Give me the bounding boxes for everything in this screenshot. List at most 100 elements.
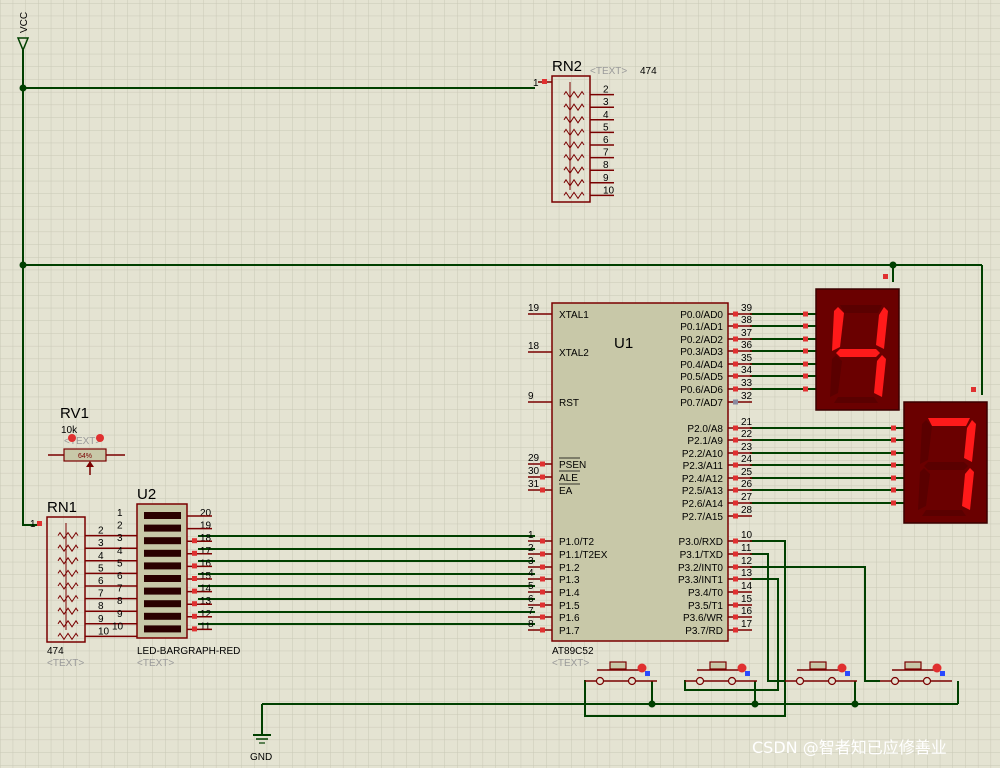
junctions [19,84,897,708]
resistor-element [563,178,585,187]
rn1-pin-label: 3 [98,538,104,549]
button-indicator-icon [737,663,747,673]
pin-marker [891,450,896,456]
segment-f [920,420,932,464]
pin-marker [733,551,738,557]
pin-marker [192,626,197,632]
push-button-3[interactable] [785,661,857,686]
segment-g [836,349,880,357]
u1-pin-name: P0.1/AD1 [680,322,723,333]
u1-pin-name: P2.7/A15 [682,512,724,523]
u1-pin-number: 17 [741,619,753,630]
u1-pin-number: 27 [741,492,753,503]
resistor-element [57,556,79,565]
junction-dot [19,84,27,92]
pin-marker [733,437,738,443]
pin-marker [540,564,545,570]
vcc-terminal[interactable]: VCC [16,12,30,52]
u1-pin-number: 23 [741,442,753,453]
u1-pin-number: 2 [528,543,534,554]
rn2-pin-label: 10 [603,185,615,196]
seven-segment-display-1[interactable] [803,274,900,411]
u1-pin-number: 10 [741,530,753,541]
pin-marker [803,336,808,342]
resistor-element [57,544,79,553]
u1-pin-name: P3.6/WR [683,613,723,624]
u1-pin-name: P0.4/AD4 [680,360,723,371]
junction-dot [851,700,859,708]
pin-marker [192,588,197,594]
u1-pin-number: 37 [741,328,753,339]
rn2-text-placeholder: <TEXT> [590,66,627,77]
u1-pin-name: P2.1/A9 [687,436,723,447]
u2-pin-label: 18 [200,533,212,544]
u1-pin-number: 26 [741,479,753,490]
u2-pin-label: 7 [117,584,123,595]
u2-pin-label: 10 [112,621,124,632]
gnd-terminal[interactable]: GND [250,734,272,763]
u1-pin-name: P2.0/A8 [687,424,723,435]
pin-marker [733,627,738,633]
pin-marker [803,361,808,367]
pin-marker [192,563,197,569]
u1-pin-name: P2.2/A10 [682,449,724,460]
u1-pin-number: 39 [741,303,753,314]
rn2-pin-label: 7 [603,148,609,159]
u1-pin-name: P1.3 [559,575,580,586]
rn1-ref: RN1 [47,499,77,516]
u1-pin-name: P3.2/INT0 [678,563,723,574]
push-button-1[interactable] [585,661,657,686]
pin-marker [733,425,738,431]
rv1-decrease-icon[interactable] [68,434,76,442]
segment-c [874,355,886,397]
u1-pin-number: 34 [741,365,753,376]
segment-f [832,307,844,351]
seven-segment-display-2[interactable] [891,387,988,524]
rn1-pin-label: 4 [98,551,104,562]
u1-pin-number: 11 [741,543,752,554]
u1-pin-name: ALE [559,473,578,484]
push-button-4[interactable] [880,661,952,686]
u2-pin-label: 13 [200,596,212,607]
segment-b [964,420,976,462]
pin-marker [540,614,545,620]
pin-marker [733,614,738,620]
rv1-increase-icon[interactable] [96,434,104,442]
u1-pin-name: P2.6/A14 [682,499,724,510]
rv1-potentiometer[interactable]: RV1 10k <TEXT> 64% [48,405,125,475]
u1-pin-number: 3 [528,556,534,567]
u1-pin-number: 6 [528,594,534,605]
u1-pin-number: 24 [741,454,753,465]
rn1-pin-label: 5 [98,563,104,574]
vcc-arrow-icon [16,37,30,52]
led-bar [144,512,181,519]
segment-e [918,468,930,510]
u1-pin-number: 21 [741,417,753,428]
u2-part: LED-BARGRAPH-RED [137,646,240,657]
rn2-pin-label: 6 [603,135,609,146]
u1-pin-number: 29 [528,453,540,464]
button-indicator-icon [837,663,847,673]
u2-pin-label: 5 [117,558,123,569]
rn2-pin-label: 9 [603,173,609,184]
u1-microcontroller[interactable]: U1 AT89C52 <TEXT> 19XTAL118XTAL29RST29PS… [528,302,753,669]
u1-part: AT89C52 [552,646,594,657]
u2-pin-label: 8 [117,596,123,607]
u2-pin-label: 17 [200,546,212,557]
led-bar [144,612,181,620]
pin-marker [645,671,650,676]
u1-pin-name: P0.7/AD7 [680,398,723,409]
led-bar [144,625,181,633]
pin-marker [733,361,738,367]
push-button-2[interactable] [685,661,757,686]
pin-marker [733,462,738,468]
u1-ref: U1 [614,335,633,352]
u1-pin-name: P3.1/TXD [680,550,723,561]
pin-marker [803,323,808,329]
rn2-ref: RN2 [552,58,582,75]
u1-pin-number: 28 [741,505,753,516]
